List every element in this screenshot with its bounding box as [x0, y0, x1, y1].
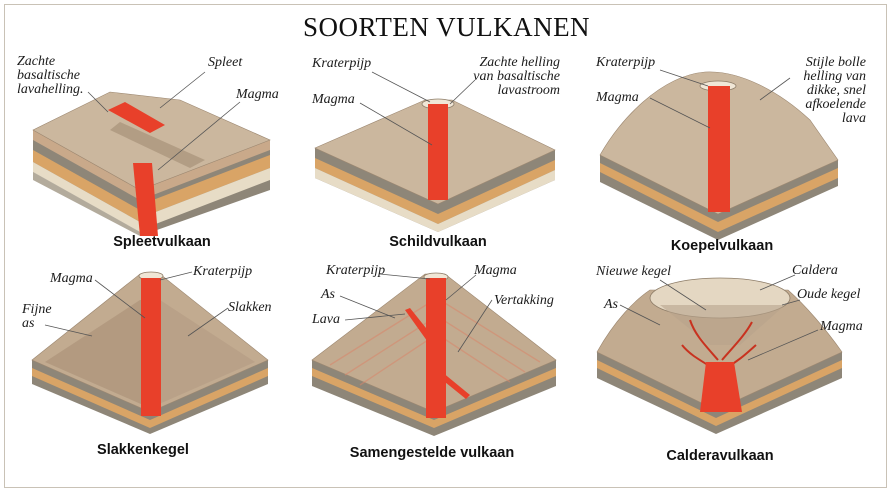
label-lava: Lava [312, 312, 340, 327]
side-branch-left [405, 308, 434, 345]
fissure [108, 102, 165, 133]
diagram-title: SOORTEN VULKANEN [302, 12, 591, 42]
magma-conduit [708, 86, 730, 212]
label-nieuwe-kegel: Nieuwe kegel [596, 264, 672, 279]
magma-conduit [141, 278, 161, 416]
magma-chamber [700, 362, 742, 412]
magma-conduit [428, 104, 448, 200]
caption-spleetvulkaan: Spleetvulkaan [113, 234, 211, 250]
caption-slakkenkegel: Slakkenkegel [97, 442, 189, 458]
label-kraterpijp: Kraterpijp [193, 264, 253, 279]
label-spleet: Spleet [208, 55, 243, 70]
label-zachte-basaltische-lavahelling: Zachte basaltische lavahelling. [17, 54, 84, 97]
label-magma: Magma [312, 92, 355, 107]
label-kraterpijp: Kraterpijp [312, 56, 372, 71]
strata-left [33, 130, 140, 236]
label-magma: Magma [820, 319, 863, 334]
label-as: As [604, 297, 618, 312]
label-kraterpijp: Kraterpijp [326, 263, 386, 278]
ash-lava-stripes [329, 299, 541, 386]
label-magma: Magma [474, 263, 517, 278]
label-fijne-as: Fijne as [22, 302, 52, 331]
caption-samengestelde-vulkaan: Samengestelde vulkaan [349, 445, 515, 461]
label-magma: Magma [236, 87, 279, 102]
label-as: As [321, 287, 335, 302]
caption-calderavulkaan: Calderavulkaan [666, 448, 774, 464]
old-cone-slope [596, 289, 843, 411]
diagram-frame [4, 4, 887, 488]
caption-koepelvulkaan: Koepelvulkaan [670, 238, 774, 254]
label-kraterpijp: Kraterpijp [596, 55, 656, 70]
label-zachte-helling: Zachte helling van basaltische lavastroo… [473, 55, 560, 98]
label-stijle-bolle-helling: Stijle bolle helling van dikke, snel afk… [803, 55, 866, 126]
label-caldera: Caldera [792, 263, 838, 278]
strata-right [140, 140, 270, 236]
label-slakken: Slakken [228, 300, 272, 315]
magma-conduit [426, 278, 446, 418]
label-oude-kegel: Oude kegel [797, 287, 861, 302]
magma-dike [133, 163, 158, 236]
label-vertakking: Vertakking [494, 293, 554, 308]
label-magma: Magma [50, 271, 93, 286]
label-magma: Magma [596, 90, 639, 105]
side-branch-right [440, 372, 470, 399]
caption-schildvulkaan: Schildvulkaan [389, 234, 487, 250]
